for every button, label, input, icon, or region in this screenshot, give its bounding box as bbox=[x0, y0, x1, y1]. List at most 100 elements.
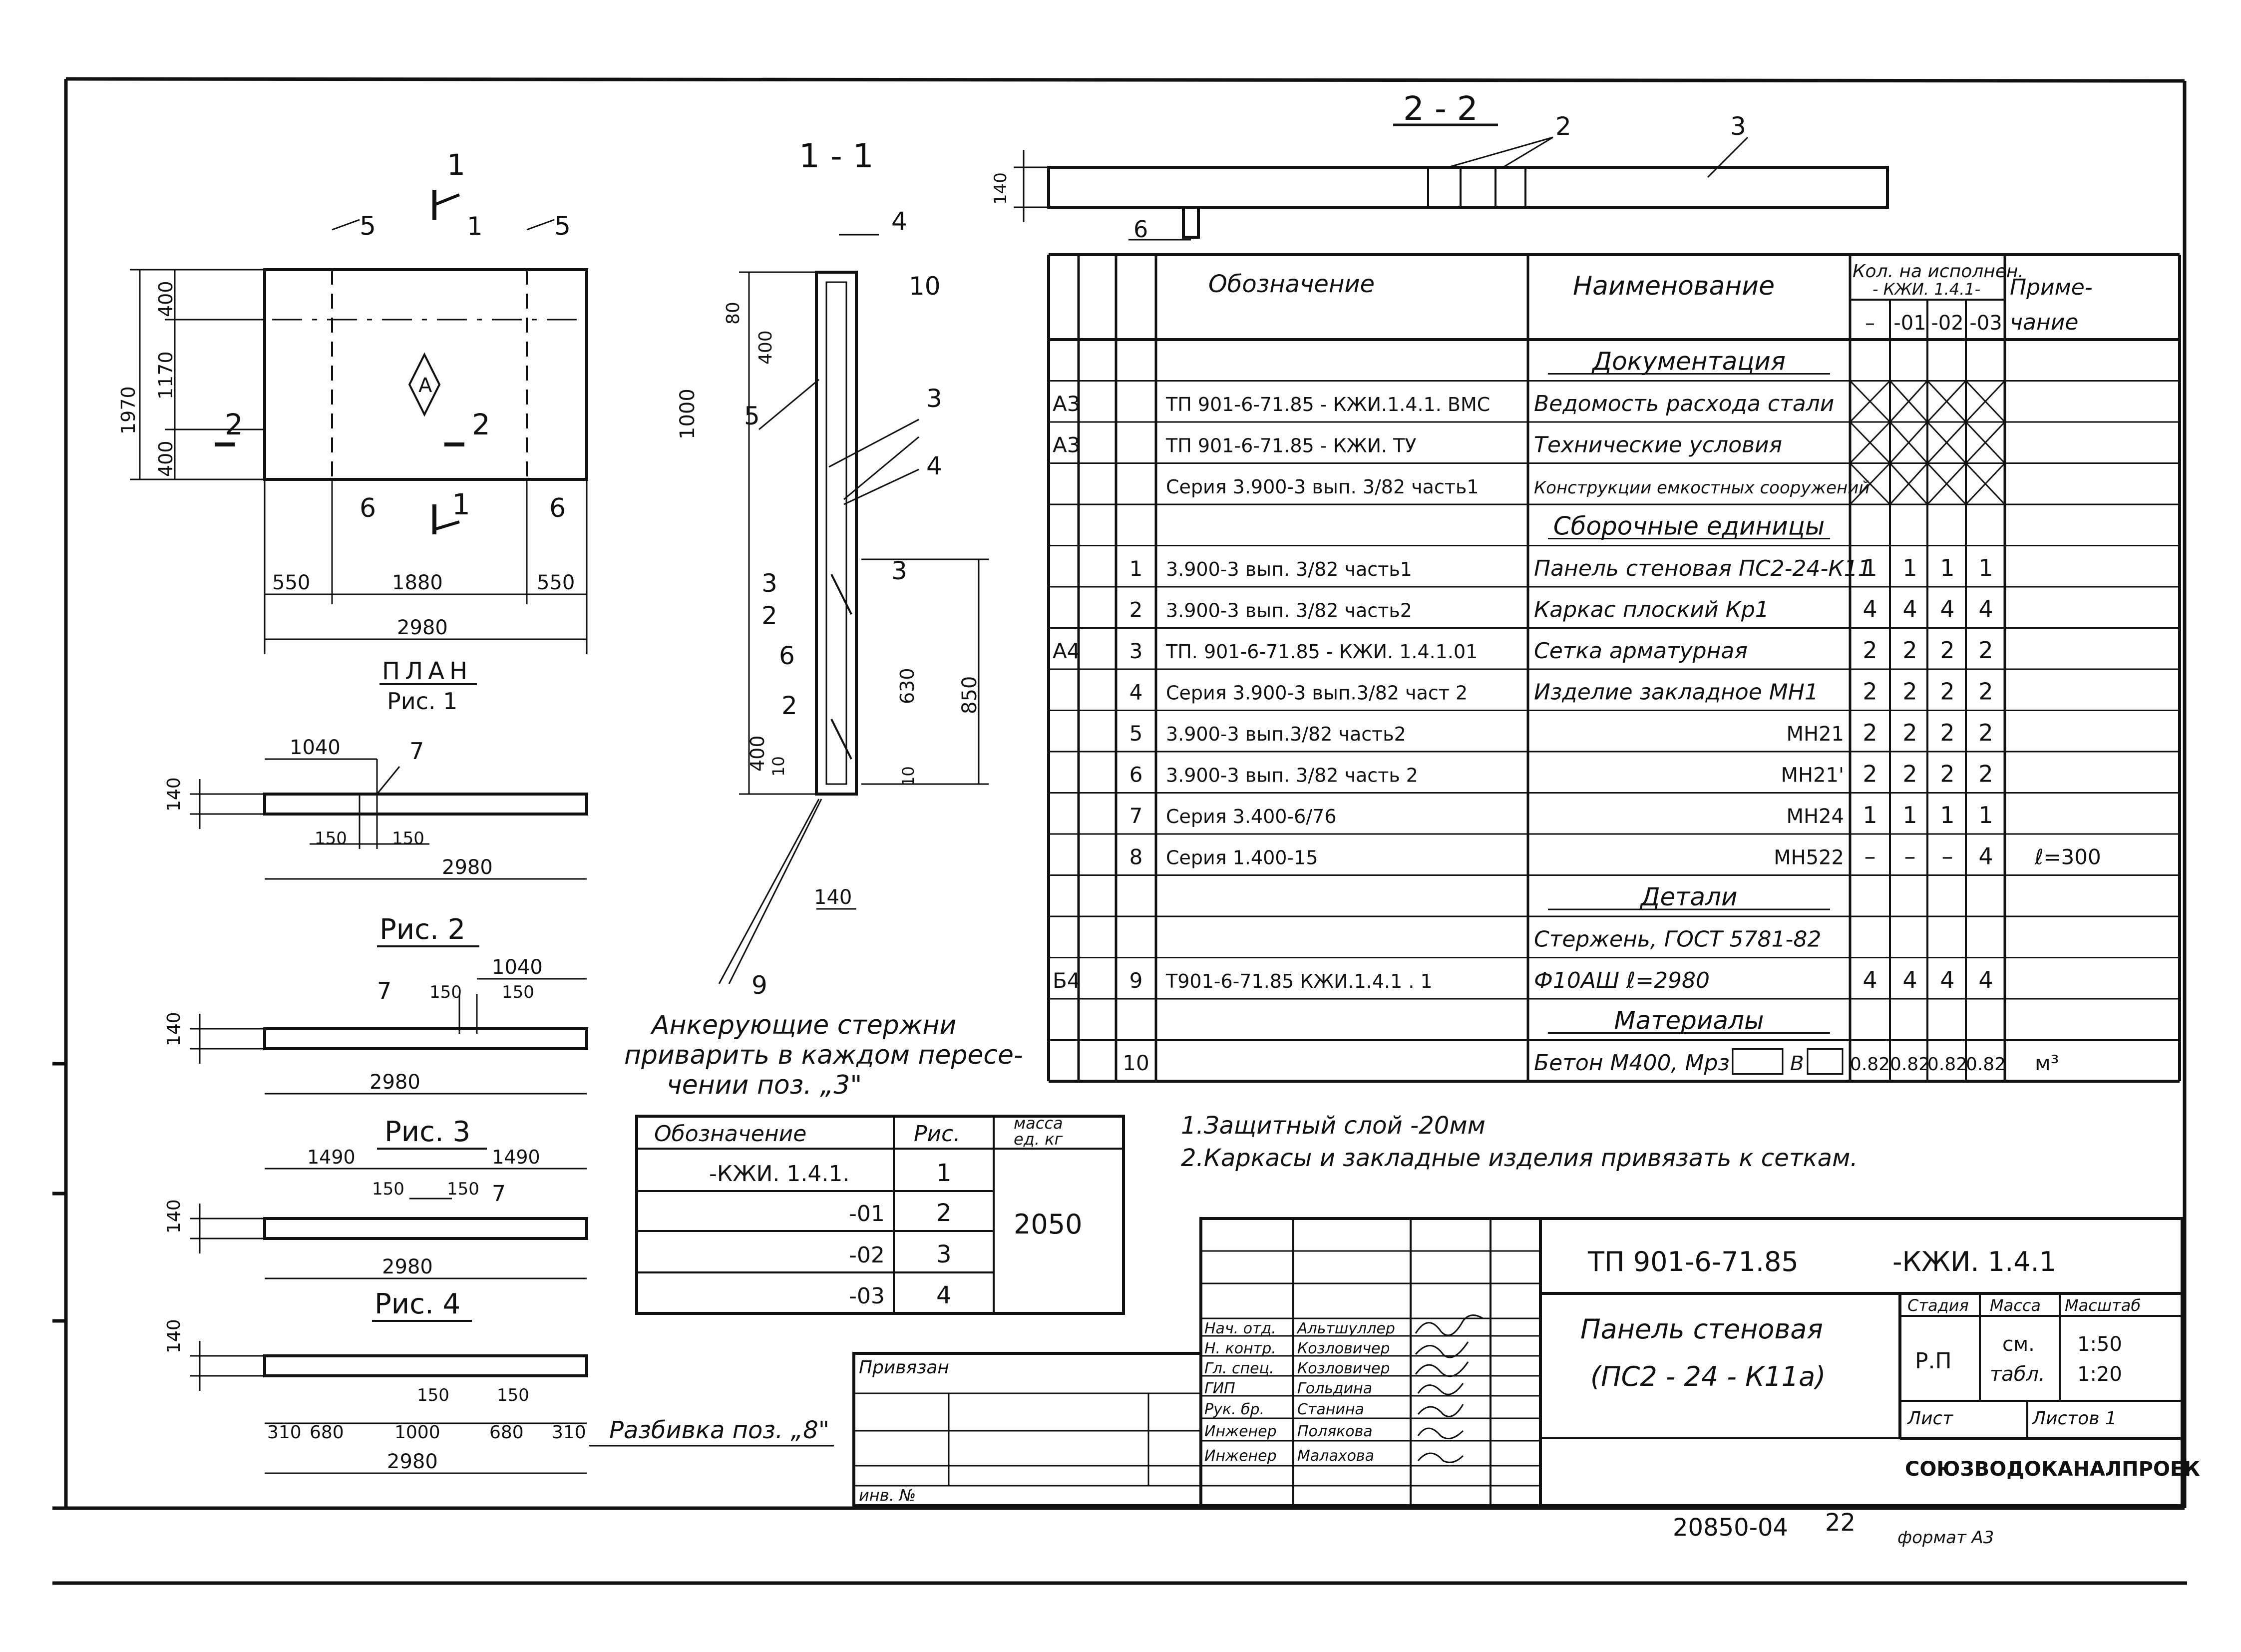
dim-1970: 1970 bbox=[117, 386, 139, 434]
spec-row-qty: 2 bbox=[1902, 678, 1917, 705]
s11-note-2: приварить в каждом пересе- bbox=[624, 1040, 1023, 1070]
tb-stage-h: Стадия bbox=[1907, 1296, 1969, 1315]
spec-row-qty: 4 bbox=[1940, 596, 1954, 623]
tb-code-suffix: -КЖИ. 1.4.1 bbox=[1892, 1246, 2056, 1277]
fig1-dim-140: 140 bbox=[164, 777, 184, 812]
mark-a: A bbox=[418, 374, 432, 397]
tb-scale-1: 1:50 bbox=[2077, 1333, 2122, 1356]
spec-row-qty: 1 bbox=[1978, 802, 1993, 828]
tb-mass-1: см. bbox=[2002, 1333, 2035, 1356]
spec-cross-mark bbox=[1849, 462, 1891, 505]
spec-h-qty-col-3: -03 bbox=[1969, 312, 2002, 335]
spec-row-fmt: А3 bbox=[1053, 433, 1080, 457]
spec-row-qty: 2 bbox=[1940, 761, 1954, 788]
fig1-callout-7: 7 bbox=[409, 738, 424, 765]
s22-callout-6: 6 bbox=[1133, 216, 1148, 243]
mass-table: Обозначение Рис. масса ед. кг -КЖИ. 1.4.… bbox=[635, 1114, 1125, 1315]
spec-row-qty: – bbox=[1942, 843, 1953, 870]
mass-row-3-des: -02 bbox=[849, 1242, 885, 1268]
spec-h-designation: Обозначение bbox=[1208, 270, 1375, 298]
s11-callout-4: 4 bbox=[891, 207, 907, 236]
spec-cross-mark bbox=[1849, 380, 1891, 423]
tb-sheet-h: Лист bbox=[1906, 1408, 1953, 1429]
spec-row-name: Изделие закладное МН1 bbox=[1534, 680, 1819, 705]
spec-h-qty-2: - КЖИ. 1.4.1- bbox=[1872, 280, 1980, 299]
spec-cross-mark bbox=[1889, 421, 1928, 464]
note-2: 2.Каркасы и закладные изделия привязать … bbox=[1181, 1144, 1858, 1172]
s11-note-3: чении поз. „3" bbox=[667, 1070, 862, 1100]
s11-callout-3a: 3 bbox=[926, 384, 942, 413]
spec-row-name: Бетон М400, Мрз bbox=[1534, 1050, 1730, 1076]
fig2-dim-2980: 2980 bbox=[370, 1071, 420, 1094]
staff-role-5: Рук. бр. bbox=[1204, 1401, 1264, 1418]
callout-6a: 6 bbox=[360, 493, 376, 523]
spec-cross-mark bbox=[1926, 380, 1967, 423]
title-block: ТП 901-6-71.85 -КЖИ. 1.4.1 Панель стенов… bbox=[852, 1217, 2200, 1548]
spec-h-qty-col-0: – bbox=[1865, 312, 1875, 335]
s11-callout-6: 6 bbox=[779, 641, 795, 670]
mass-row-1-des: -КЖИ. 1.4.1. bbox=[709, 1161, 849, 1187]
staff-name-6: Полякова bbox=[1297, 1423, 1373, 1440]
spec-cross-mark bbox=[1889, 462, 1928, 505]
staff-name-5: Станина bbox=[1297, 1401, 1364, 1418]
spec-row-pos: 1 bbox=[1129, 556, 1143, 581]
spec-h-note-1: Приме- bbox=[2010, 275, 2093, 300]
fig2-dim-140: 140 bbox=[164, 1012, 184, 1046]
fig4-title: Рис. 4 bbox=[374, 1288, 460, 1320]
spec-row-pos: 9 bbox=[1129, 968, 1143, 993]
s11-callout-3c: 3 bbox=[891, 556, 907, 585]
plan-view: 1 1 5 5 6 6 2 2 1 A 400 1170 400 1970 55… bbox=[117, 148, 588, 715]
fig4-dim-150a: 150 bbox=[417, 1385, 449, 1405]
spec-row-designation: 3.900-3 вып.3/82 часть2 bbox=[1166, 723, 1406, 745]
dim-1880: 1880 bbox=[392, 571, 443, 594]
spec-row-qty: 0.82 bbox=[1927, 1054, 1967, 1075]
s11-callout-10: 10 bbox=[909, 272, 941, 301]
staff-name-1: Альтшуллер bbox=[1296, 1320, 1395, 1337]
spec-row-designation: Серия 3.400-6/76 bbox=[1166, 806, 1337, 827]
spec-row-qty: 1 bbox=[1940, 554, 1954, 581]
spec-row-name: Стержень, ГОСТ 5781-82 bbox=[1534, 927, 1821, 952]
s11-dim-10b: 10 bbox=[899, 766, 918, 787]
plan-fig: Рис. 1 bbox=[387, 688, 457, 715]
spec-row-designation: 3.900-3 вып. 3/82 часть2 bbox=[1166, 600, 1412, 622]
section-2-2: 2 - 2 2 3 6 140 bbox=[991, 89, 1889, 243]
spec-row-qty: 2 bbox=[1978, 719, 1993, 746]
callout-1: 1 bbox=[467, 212, 483, 241]
spec-row-fmt: А3 bbox=[1053, 392, 1080, 416]
mass-h-mass-2: ед. кг bbox=[1014, 1130, 1063, 1149]
page-number: 22 bbox=[1825, 1509, 1856, 1537]
spec-row-qty: 1 bbox=[1940, 802, 1954, 828]
signatures bbox=[1415, 1314, 1484, 1463]
spec-row-qty: 2 bbox=[1902, 719, 1917, 746]
tb-code: ТП 901-6-71.85 bbox=[1587, 1246, 1799, 1277]
staff-name-3: Козловичер bbox=[1297, 1360, 1390, 1377]
spec-row-qty: – bbox=[1865, 843, 1876, 870]
spec-row-designation: ТП 901-6-71.85 - КЖИ.1.4.1. ВМС bbox=[1165, 394, 1490, 415]
spec-row-qty: 1 bbox=[1902, 554, 1917, 581]
staff-name-4: Гольдина bbox=[1297, 1380, 1372, 1397]
spec-row-qty: 2 bbox=[1940, 637, 1954, 664]
fig3-dim-150b: 150 bbox=[447, 1179, 479, 1199]
s22-callout-3: 3 bbox=[1730, 112, 1746, 141]
spec-row-note: м³ bbox=[2035, 1051, 2059, 1075]
callout-1b: 1 bbox=[452, 487, 470, 521]
s11-dim-10a: 10 bbox=[769, 756, 788, 777]
spec-section-title: Детали bbox=[1639, 882, 1737, 911]
staff-name-7: Малахова bbox=[1297, 1447, 1374, 1465]
s11-callout-2b: 2 bbox=[781, 691, 797, 720]
spec-section-title: Сборочные единицы bbox=[1553, 512, 1825, 541]
spec-row-designation: Т901-6-71.85 КЖИ.1.4.1 . 1 bbox=[1165, 970, 1433, 992]
spec-row-pos: 6 bbox=[1129, 763, 1143, 787]
spec-row-qty: 2 bbox=[1863, 761, 1877, 788]
s11-dim-400b: 400 bbox=[747, 735, 768, 772]
s11-dim-630: 630 bbox=[896, 668, 918, 704]
spec-row-name: Конструкции емкостных сооружений bbox=[1534, 478, 1869, 498]
fig1-side-view: 140 1040 7 150 150 2980 bbox=[164, 736, 588, 880]
spec-row-qty: 2 bbox=[1863, 678, 1877, 705]
spec-row-fmt: Б4 bbox=[1053, 968, 1081, 993]
fig4-dim-1000: 1000 bbox=[394, 1422, 440, 1443]
dim-550b: 550 bbox=[537, 571, 575, 594]
spec-row-qty: 0.82 bbox=[1850, 1054, 1890, 1075]
spec-row-qty: 1 bbox=[1863, 554, 1877, 581]
fig3-dim-1490a: 1490 bbox=[307, 1146, 356, 1168]
